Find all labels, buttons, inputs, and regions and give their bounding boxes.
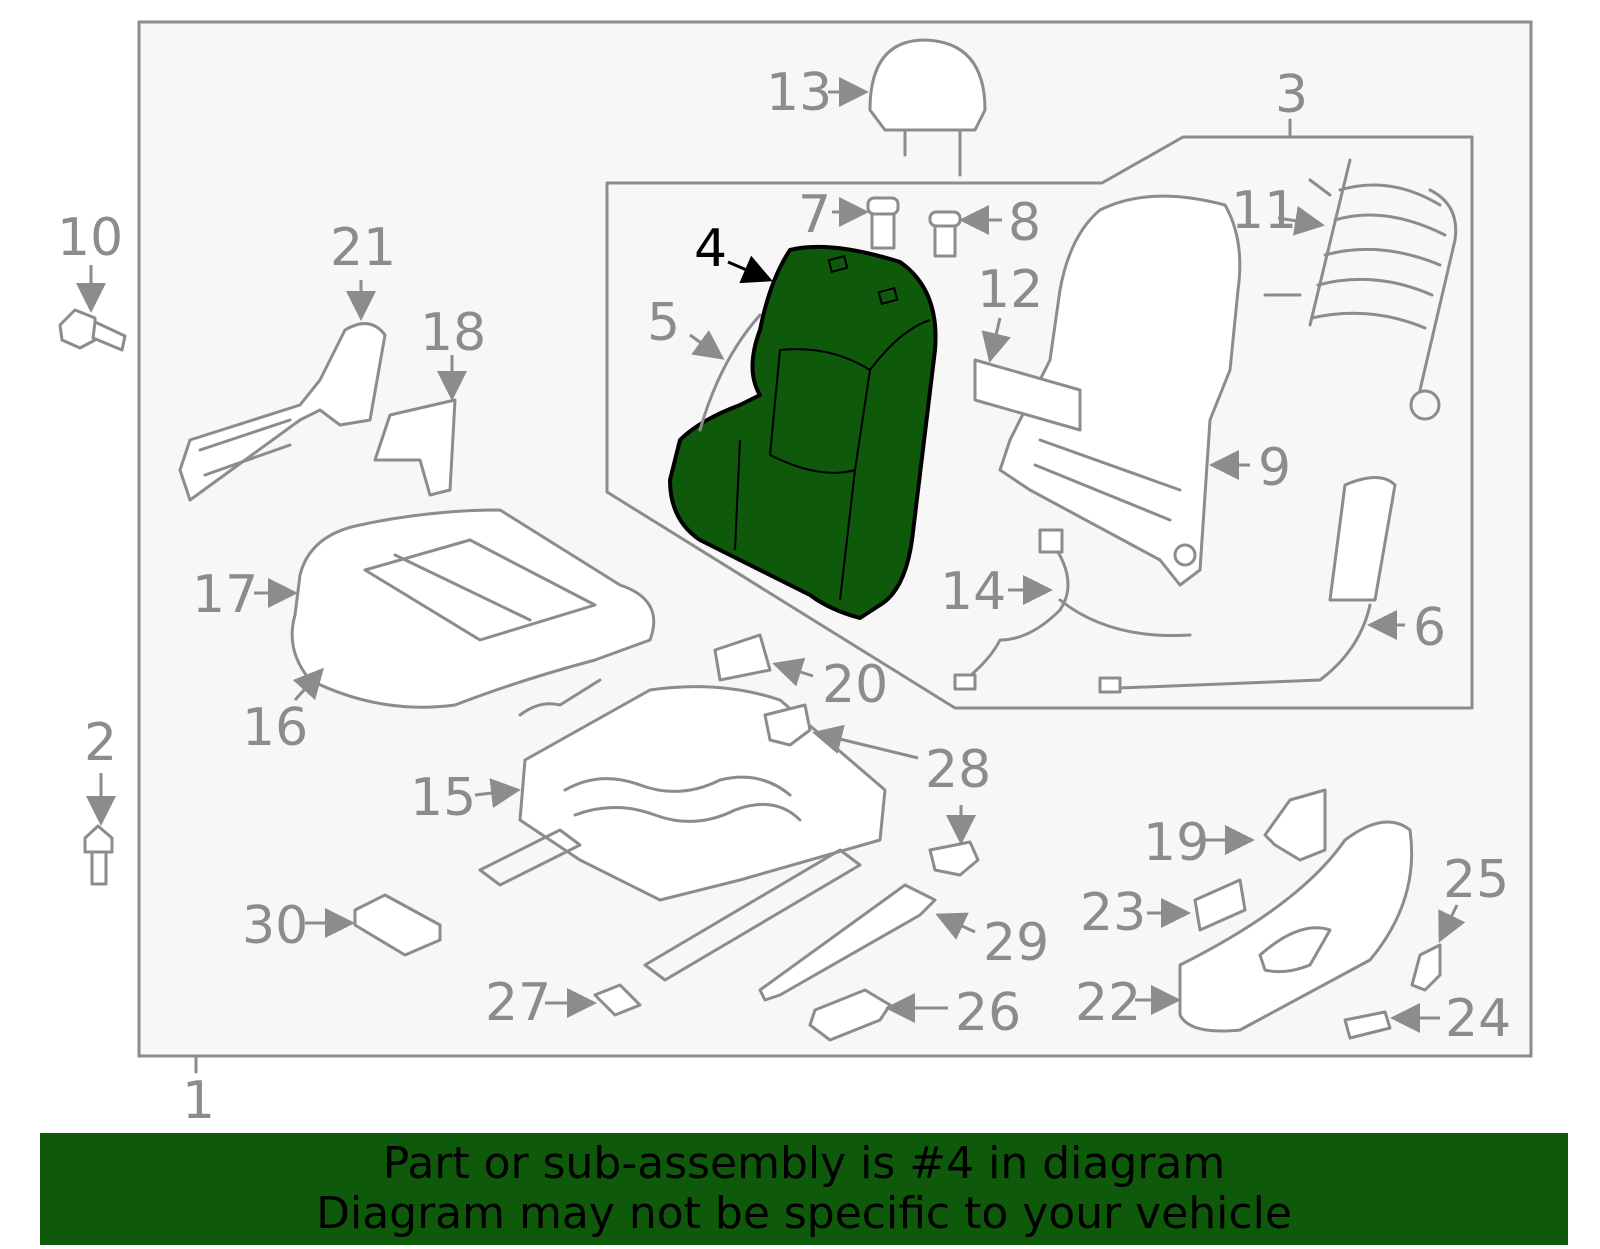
callout-16: 16 bbox=[242, 698, 308, 758]
callout-3: 3 bbox=[1275, 65, 1308, 125]
bolt-2 bbox=[83, 824, 114, 886]
seatback-subassembly-frame bbox=[605, 135, 1474, 710]
seatback-frame bbox=[998, 194, 1242, 587]
callout-7: 7 bbox=[798, 185, 831, 245]
bracket-20 bbox=[713, 633, 772, 682]
callout-1: 1 bbox=[182, 1071, 215, 1131]
callout-8: 8 bbox=[1008, 193, 1041, 253]
callout-6: 6 bbox=[1413, 598, 1446, 658]
callout-23: 23 bbox=[1080, 883, 1146, 943]
bracket-28-upper bbox=[763, 703, 812, 747]
callout-26: 26 bbox=[955, 983, 1021, 1043]
callout-17: 17 bbox=[192, 565, 258, 625]
callout-27: 27 bbox=[485, 973, 551, 1033]
callout-20: 20 bbox=[822, 655, 888, 715]
callout-15: 15 bbox=[410, 768, 476, 828]
headrest bbox=[868, 38, 987, 177]
callout-24: 24 bbox=[1445, 989, 1511, 1049]
callout-13: 13 bbox=[766, 63, 832, 123]
callout-9: 9 bbox=[1258, 438, 1291, 498]
clip-27 bbox=[593, 983, 642, 1017]
bracket-19 bbox=[1263, 788, 1327, 862]
callout-30: 30 bbox=[242, 896, 308, 956]
bracket-12 bbox=[973, 358, 1082, 432]
side-shield-22 bbox=[1178, 820, 1414, 1033]
callout-18: 18 bbox=[420, 303, 486, 363]
callout-2: 2 bbox=[84, 713, 117, 773]
bolt-10 bbox=[58, 308, 127, 352]
notice-banner: Part or sub-assembly is #4 in diagram Di… bbox=[40, 1133, 1568, 1245]
callout-14: 14 bbox=[940, 562, 1006, 622]
module-30 bbox=[353, 893, 442, 957]
guide-clip-8 bbox=[928, 210, 962, 258]
seatback-cover-highlighted bbox=[668, 244, 938, 620]
banner-line-disclaimer: Diagram may not be specific to your vehi… bbox=[316, 1188, 1292, 1239]
callout-28: 28 bbox=[925, 740, 991, 800]
callout-19: 19 bbox=[1143, 813, 1209, 873]
callout-10: 10 bbox=[57, 208, 123, 268]
guide-clip-7 bbox=[866, 196, 900, 250]
callout-29: 29 bbox=[983, 913, 1049, 973]
callout-11: 11 bbox=[1231, 181, 1297, 241]
side-cover-21 bbox=[178, 322, 387, 502]
callout-4: 4 bbox=[694, 219, 727, 279]
rail-cover-29 bbox=[758, 883, 937, 1002]
callout-21: 21 bbox=[330, 218, 396, 278]
knob-23 bbox=[1193, 878, 1247, 932]
cover-25 bbox=[1410, 943, 1442, 992]
callout-25: 25 bbox=[1443, 850, 1509, 910]
switch-26 bbox=[808, 988, 892, 1042]
banner-line-part-number: Part or sub-assembly is #4 in diagram bbox=[382, 1138, 1226, 1189]
wire-harness-14 bbox=[963, 538, 1192, 682]
callout-5: 5 bbox=[647, 293, 680, 353]
callout-22: 22 bbox=[1075, 973, 1141, 1033]
callout-12: 12 bbox=[977, 260, 1043, 320]
lumbar-spring-mat bbox=[1263, 158, 1458, 421]
